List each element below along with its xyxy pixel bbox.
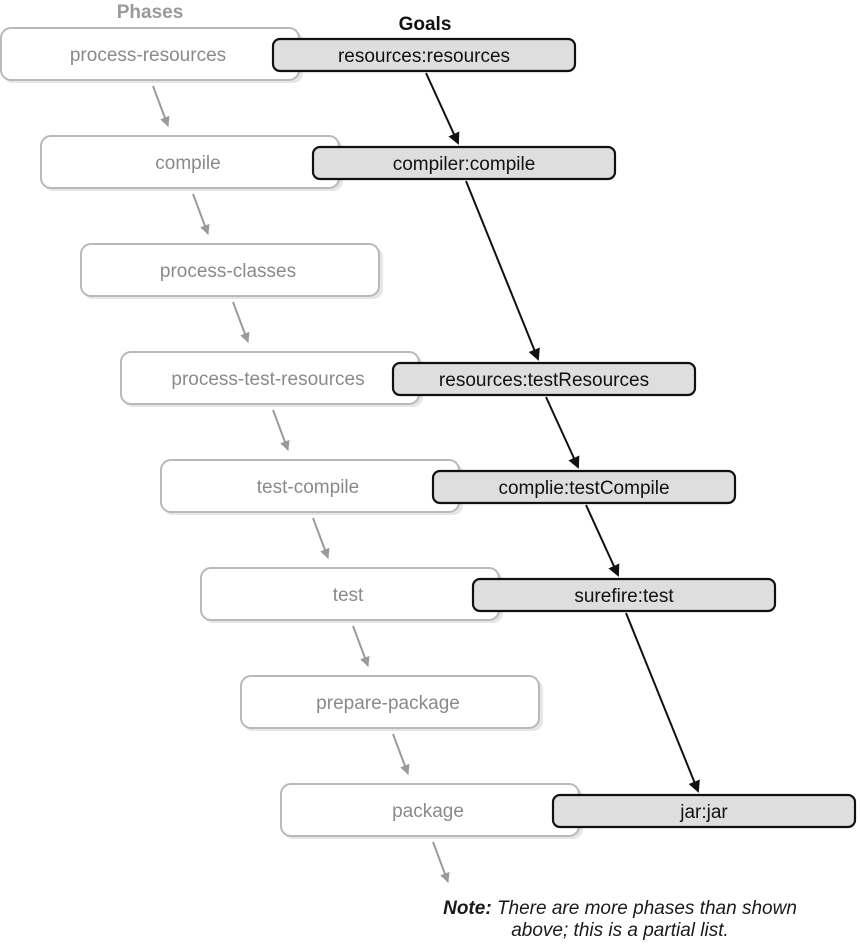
phase-label: prepare-package — [316, 693, 460, 714]
goal-box: surefire:test — [471, 577, 777, 613]
phase-arrow — [192, 193, 210, 235]
goal-box: complie:testCompile — [431, 469, 737, 505]
phase-arrow — [272, 409, 290, 451]
note: Note: There are more phases than shown a… — [380, 898, 860, 942]
phase-arrow — [432, 841, 450, 883]
phase-label: test — [333, 585, 364, 606]
goal-label: compiler:compile — [393, 154, 536, 175]
goal-label: jar:jar — [679, 802, 728, 823]
goal-label: resources:testResources — [439, 370, 649, 391]
phase-box: compile — [40, 135, 343, 191]
phase-box: package — [280, 783, 583, 839]
goal-box-rect — [431, 469, 737, 505]
goal-arrow — [545, 396, 580, 469]
note-label: Note: — [443, 898, 492, 919]
goal-arrow — [625, 612, 700, 793]
phase-arrow — [232, 301, 250, 343]
goal-box: compiler:compile — [311, 145, 617, 181]
phase-box: process-resources — [0, 27, 303, 83]
phase-box: process-classes — [80, 243, 383, 299]
note-line2: above; this is a partial list. — [511, 920, 729, 941]
phase-box: prepare-package — [240, 675, 543, 731]
goal-box-rect — [471, 577, 777, 613]
goals-header: Goals — [399, 14, 452, 35]
phase-box-rect — [80, 243, 380, 297]
phase-arrow — [392, 733, 410, 775]
phase-arrow — [152, 85, 170, 127]
phase-label: process-resources — [70, 45, 226, 66]
goal-arrow — [425, 72, 460, 145]
phase-label: compile — [155, 153, 220, 174]
note-line1: There are more phases than shown — [496, 898, 797, 919]
goal-arrow — [465, 180, 540, 361]
goal-box: jar:jar — [551, 793, 857, 829]
phase-box: test — [200, 567, 503, 623]
phase-arrow — [352, 625, 370, 667]
phase-box: test-compile — [160, 459, 463, 515]
goal-box: resources:resources — [271, 37, 577, 73]
phase-box: process-test-resources — [120, 351, 423, 407]
goal-label: resources:resources — [338, 46, 510, 67]
goal-box-rect — [391, 361, 697, 397]
goal-arrow — [585, 504, 620, 577]
phase-arrow — [312, 517, 330, 559]
goal-box-rect — [551, 793, 857, 829]
goal-box-rect — [271, 37, 577, 73]
phase-label: process-classes — [160, 261, 296, 282]
goal-box: resources:testResources — [391, 361, 697, 397]
goal-box-rect — [311, 145, 617, 181]
goal-label: complie:testCompile — [498, 478, 669, 499]
goal-label: surefire:test — [574, 586, 674, 607]
phase-box-rect — [240, 675, 540, 729]
phase-label: package — [392, 801, 464, 822]
phase-label: test-compile — [257, 477, 359, 498]
phase-label: process-test-resources — [171, 369, 364, 390]
phases-header: Phases — [117, 2, 184, 23]
